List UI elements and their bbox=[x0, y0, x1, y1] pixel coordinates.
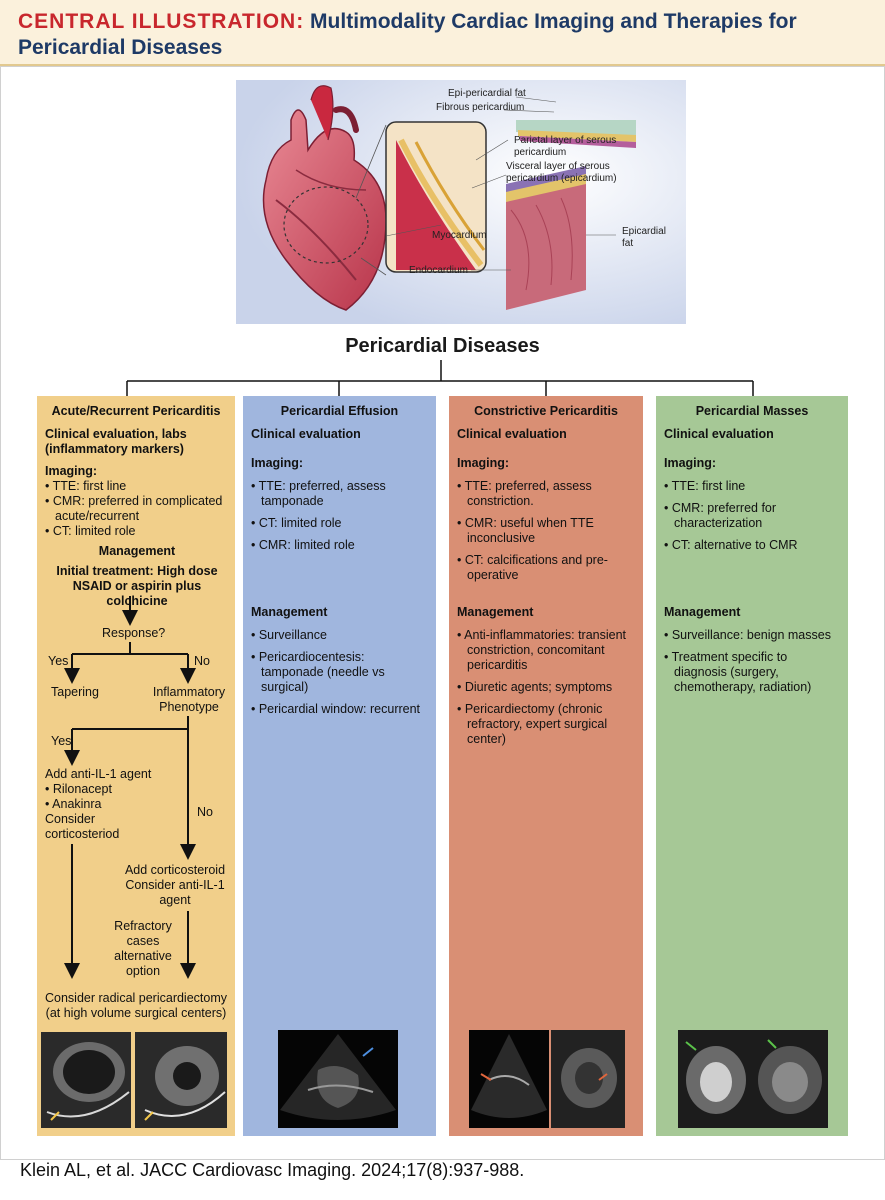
management-item: • Pericardiectomy (chronic refractory, e… bbox=[457, 702, 608, 746]
echo-image bbox=[469, 1030, 549, 1128]
inflammatory-phenotype: Inflammatory Phenotype bbox=[152, 685, 226, 714]
response-question: Response? bbox=[102, 626, 166, 640]
imaging-item: • CT: alternative to CMR bbox=[664, 538, 798, 552]
label-epicardial-line2: fat bbox=[622, 238, 634, 249]
initial-treatment: Initial treatment: High dose NSAID or as… bbox=[56, 564, 218, 608]
central-illustration-label: CENTRAL ILLUSTRATION: bbox=[18, 10, 305, 33]
layer-strips bbox=[506, 120, 636, 310]
zoom-detail bbox=[385, 121, 487, 273]
heart-drawing bbox=[262, 85, 387, 311]
management-item: • Surveillance: benign masses bbox=[664, 628, 831, 642]
yes-label: Yes bbox=[48, 654, 69, 668]
imaging-item: • CMR: useful when TTE inconclusive bbox=[457, 516, 594, 545]
pericardium-anatomy-illustration: Epi-pericardial fat Fibrous pericardium … bbox=[236, 80, 686, 324]
imaging-item: • TTE: first line bbox=[664, 479, 746, 493]
label-myocardium: Myocardium bbox=[432, 230, 487, 241]
cmr-image-right bbox=[135, 1032, 227, 1128]
imaging-label: Imaging: bbox=[664, 456, 717, 470]
label-parietal-line2: pericardium bbox=[514, 147, 567, 158]
management-list: • Anti-inflammatories: transient constri… bbox=[457, 628, 637, 747]
management-list: • Surveillance: benign masses • Treatmen… bbox=[664, 628, 842, 695]
header-banner: CENTRAL ILLUSTRATION: Multimodality Card… bbox=[0, 0, 885, 66]
label-parietal-line1: Parietal layer of serous bbox=[514, 135, 617, 146]
imaging-item: • CMR: preferred for characterization bbox=[664, 501, 777, 530]
label-fibrous-pericardium: Fibrous pericardium bbox=[436, 102, 525, 113]
imaging-label: Imaging: bbox=[251, 456, 304, 470]
add-corticosteroid: Add corticosteroid Consider anti-IL-1 ag… bbox=[124, 863, 226, 907]
label-epicardial-line1: Epicardial bbox=[622, 226, 666, 237]
column-title: Acute/Recurrent Pericarditis bbox=[51, 404, 221, 418]
column-title: Constrictive Pericarditis bbox=[474, 404, 618, 418]
label-endocardium: Endocardium bbox=[409, 265, 468, 276]
cmr-image bbox=[678, 1030, 828, 1128]
imaging-label: Imaging: bbox=[457, 456, 510, 470]
no-label: No bbox=[194, 654, 210, 668]
column-title: Pericardial Effusion bbox=[280, 404, 399, 418]
clinical-evaluation: Clinical evaluation bbox=[664, 427, 774, 441]
management-item: • Anti-inflammatories: transient constri… bbox=[457, 628, 627, 672]
management-label: Management bbox=[98, 544, 176, 558]
no-label: No bbox=[197, 805, 213, 819]
column-title: Pericardial Masses bbox=[695, 404, 809, 418]
cmr-image-left bbox=[41, 1032, 131, 1128]
consider-corticosteroid: Consider corticosteriod bbox=[45, 812, 120, 841]
imaging-item: • CT: limited role bbox=[251, 516, 342, 530]
imaging-item: • TTE: first line bbox=[45, 479, 127, 493]
category-tree bbox=[126, 360, 754, 396]
management-item: • Surveillance bbox=[251, 628, 327, 642]
yes-label: Yes bbox=[51, 734, 72, 748]
management-label: Management bbox=[457, 605, 534, 619]
management-label: Management bbox=[664, 605, 741, 619]
clinical-evaluation: Clinical evaluation, labs (inflammatory … bbox=[45, 427, 187, 456]
label-visceral-line2: pericardium (epicardium) bbox=[506, 173, 617, 184]
figure-title-text: Multimodality Cardiac Imaging and Therap… bbox=[18, 10, 797, 59]
imaging-label: Imaging: bbox=[45, 464, 98, 478]
management-item: • Treatment specific to diagnosis (surge… bbox=[664, 650, 812, 694]
imaging-list: • TTE: first line • CMR: preferred for c… bbox=[664, 479, 842, 553]
echo-image bbox=[278, 1030, 398, 1128]
imaging-item: • CT: limited role bbox=[45, 524, 136, 538]
management-item: • Pericardiocentesis: tamponade (needle … bbox=[251, 650, 385, 694]
column-constrictive-pericarditis: Constrictive Pericarditis Clinical evalu… bbox=[449, 396, 643, 1136]
label-visceral-line1: Visceral layer of serous bbox=[506, 161, 610, 172]
cmr-image bbox=[551, 1030, 625, 1128]
column-pericardial-masses: Pericardial Masses Clinical evaluation I… bbox=[656, 396, 848, 1136]
management-label: Management bbox=[251, 605, 328, 619]
anatomy-drawing bbox=[236, 80, 686, 324]
imaging-item: • CT: calcifications and pre-operative bbox=[457, 553, 608, 582]
radical-pericardiectomy: Consider radical pericardiectomy (at hig… bbox=[44, 991, 228, 1020]
imaging-item: • CMR: limited role bbox=[251, 538, 355, 552]
clinical-evaluation: Clinical evaluation bbox=[251, 427, 361, 441]
zoom-circle bbox=[283, 186, 369, 264]
figure-title: CENTRAL ILLUSTRATION: Multimodality Card… bbox=[18, 9, 871, 61]
column-pericardial-effusion: Pericardial Effusion Clinical evaluation… bbox=[243, 396, 436, 1136]
imaging-item: • TTE: preferred, assess constriction. bbox=[457, 479, 592, 508]
rilonacept: • Rilonacept bbox=[45, 782, 112, 796]
imaging-item: • CMR: preferred in complicated acute/re… bbox=[45, 494, 223, 523]
clinical-evaluation: Clinical evaluation bbox=[457, 427, 567, 441]
management-item: • Pericardial window: recurrent bbox=[251, 702, 421, 716]
management-item: • Diuretic agents; symptoms bbox=[457, 680, 613, 694]
main-title: Pericardial Diseases bbox=[345, 335, 540, 357]
tapering: Tapering bbox=[51, 685, 99, 699]
imaging-item: • TTE: preferred, assess tamponade bbox=[251, 479, 386, 508]
column-acute-recurrent-pericarditis: Acute/Recurrent Pericarditis Clinical ev… bbox=[37, 396, 235, 1136]
management-list: • Surveillance • Pericardiocentesis: tam… bbox=[251, 628, 430, 717]
citation: Klein AL, et al. JACC Cardiovasc Imaging… bbox=[20, 1160, 525, 1180]
label-epi-pericardial-fat: Epi-pericardial fat bbox=[448, 88, 526, 99]
treatment-flowchart bbox=[64, 596, 196, 979]
imaging-list: • TTE: preferred, assess constriction. •… bbox=[457, 479, 637, 583]
refractory-cases: Refractory cases alternative option bbox=[114, 919, 172, 978]
add-anti-il1: Add anti-IL-1 agent bbox=[45, 767, 152, 781]
anakinra: • Anakinra bbox=[45, 797, 102, 811]
imaging-list: • TTE: first line • CMR: preferred in co… bbox=[45, 479, 229, 539]
imaging-list: • TTE: preferred, assess tamponade • CT:… bbox=[251, 479, 430, 553]
